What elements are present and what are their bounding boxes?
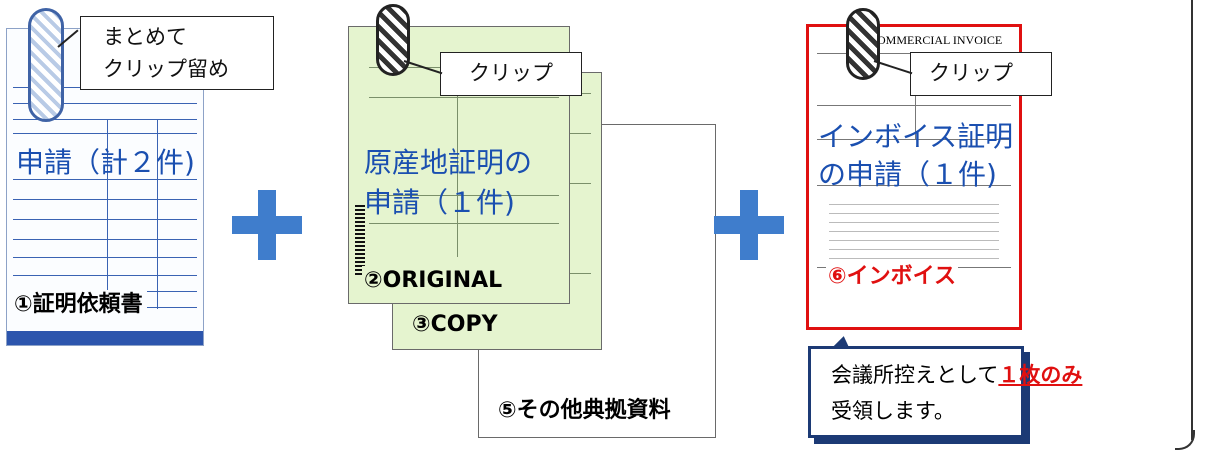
note-line2: 受領します。 — [831, 399, 955, 423]
paper-clip-icon — [376, 4, 410, 76]
doc-label-copy: ③COPY — [412, 312, 498, 337]
paper-clip-icon — [28, 8, 64, 122]
plus-icon-vertical — [740, 190, 758, 260]
doc-label-invoice: ⑥インボイス — [826, 262, 958, 292]
callout-clip-origin: クリップ — [440, 52, 582, 96]
doc-label-request: ①証明依頼書 — [10, 290, 147, 320]
request-title: 申請（計２件) — [16, 146, 195, 179]
note-prefix: 会議所控えとして — [831, 363, 999, 387]
callout-bundle-clip-line2: クリップ留め — [103, 57, 229, 81]
callout-bundle-clip: まとめて クリップ留め — [80, 16, 274, 90]
callout-bundle-clip-line1: まとめて — [103, 25, 187, 49]
paper-clip-icon — [846, 8, 880, 80]
invoice-title-line2: の申請（１件) — [818, 158, 997, 191]
callout-clip-invoice: クリップ — [910, 52, 1052, 96]
note-box: 会議所控えとして１枚のみ 受領します。 — [808, 346, 1082, 438]
right-border-line — [1191, 0, 1193, 440]
doc-label-original: ②ORIGINAL — [362, 266, 505, 296]
invoice-title-line1: インボイス証明 — [818, 120, 1014, 153]
note-line1: 会議所控えとして１枚のみ — [831, 361, 1082, 389]
callout-clip-invoice-text: クリップ — [929, 61, 1013, 85]
origin-title-line2: 申請（１件) — [364, 186, 515, 219]
origin-title-line1: 原産地証明の — [364, 146, 533, 179]
plus-icon-vertical — [258, 190, 276, 260]
right-border-curl — [1175, 430, 1195, 450]
callout-clip-origin-text: クリップ — [469, 61, 553, 85]
invoice-header: COMMERCIAL INVOICE — [869, 33, 1003, 47]
doc-label-supporting: ⑤その他典拠資料 — [498, 398, 671, 423]
note-highlight: １枚のみ — [998, 363, 1083, 387]
barcode-icon — [355, 203, 365, 275]
